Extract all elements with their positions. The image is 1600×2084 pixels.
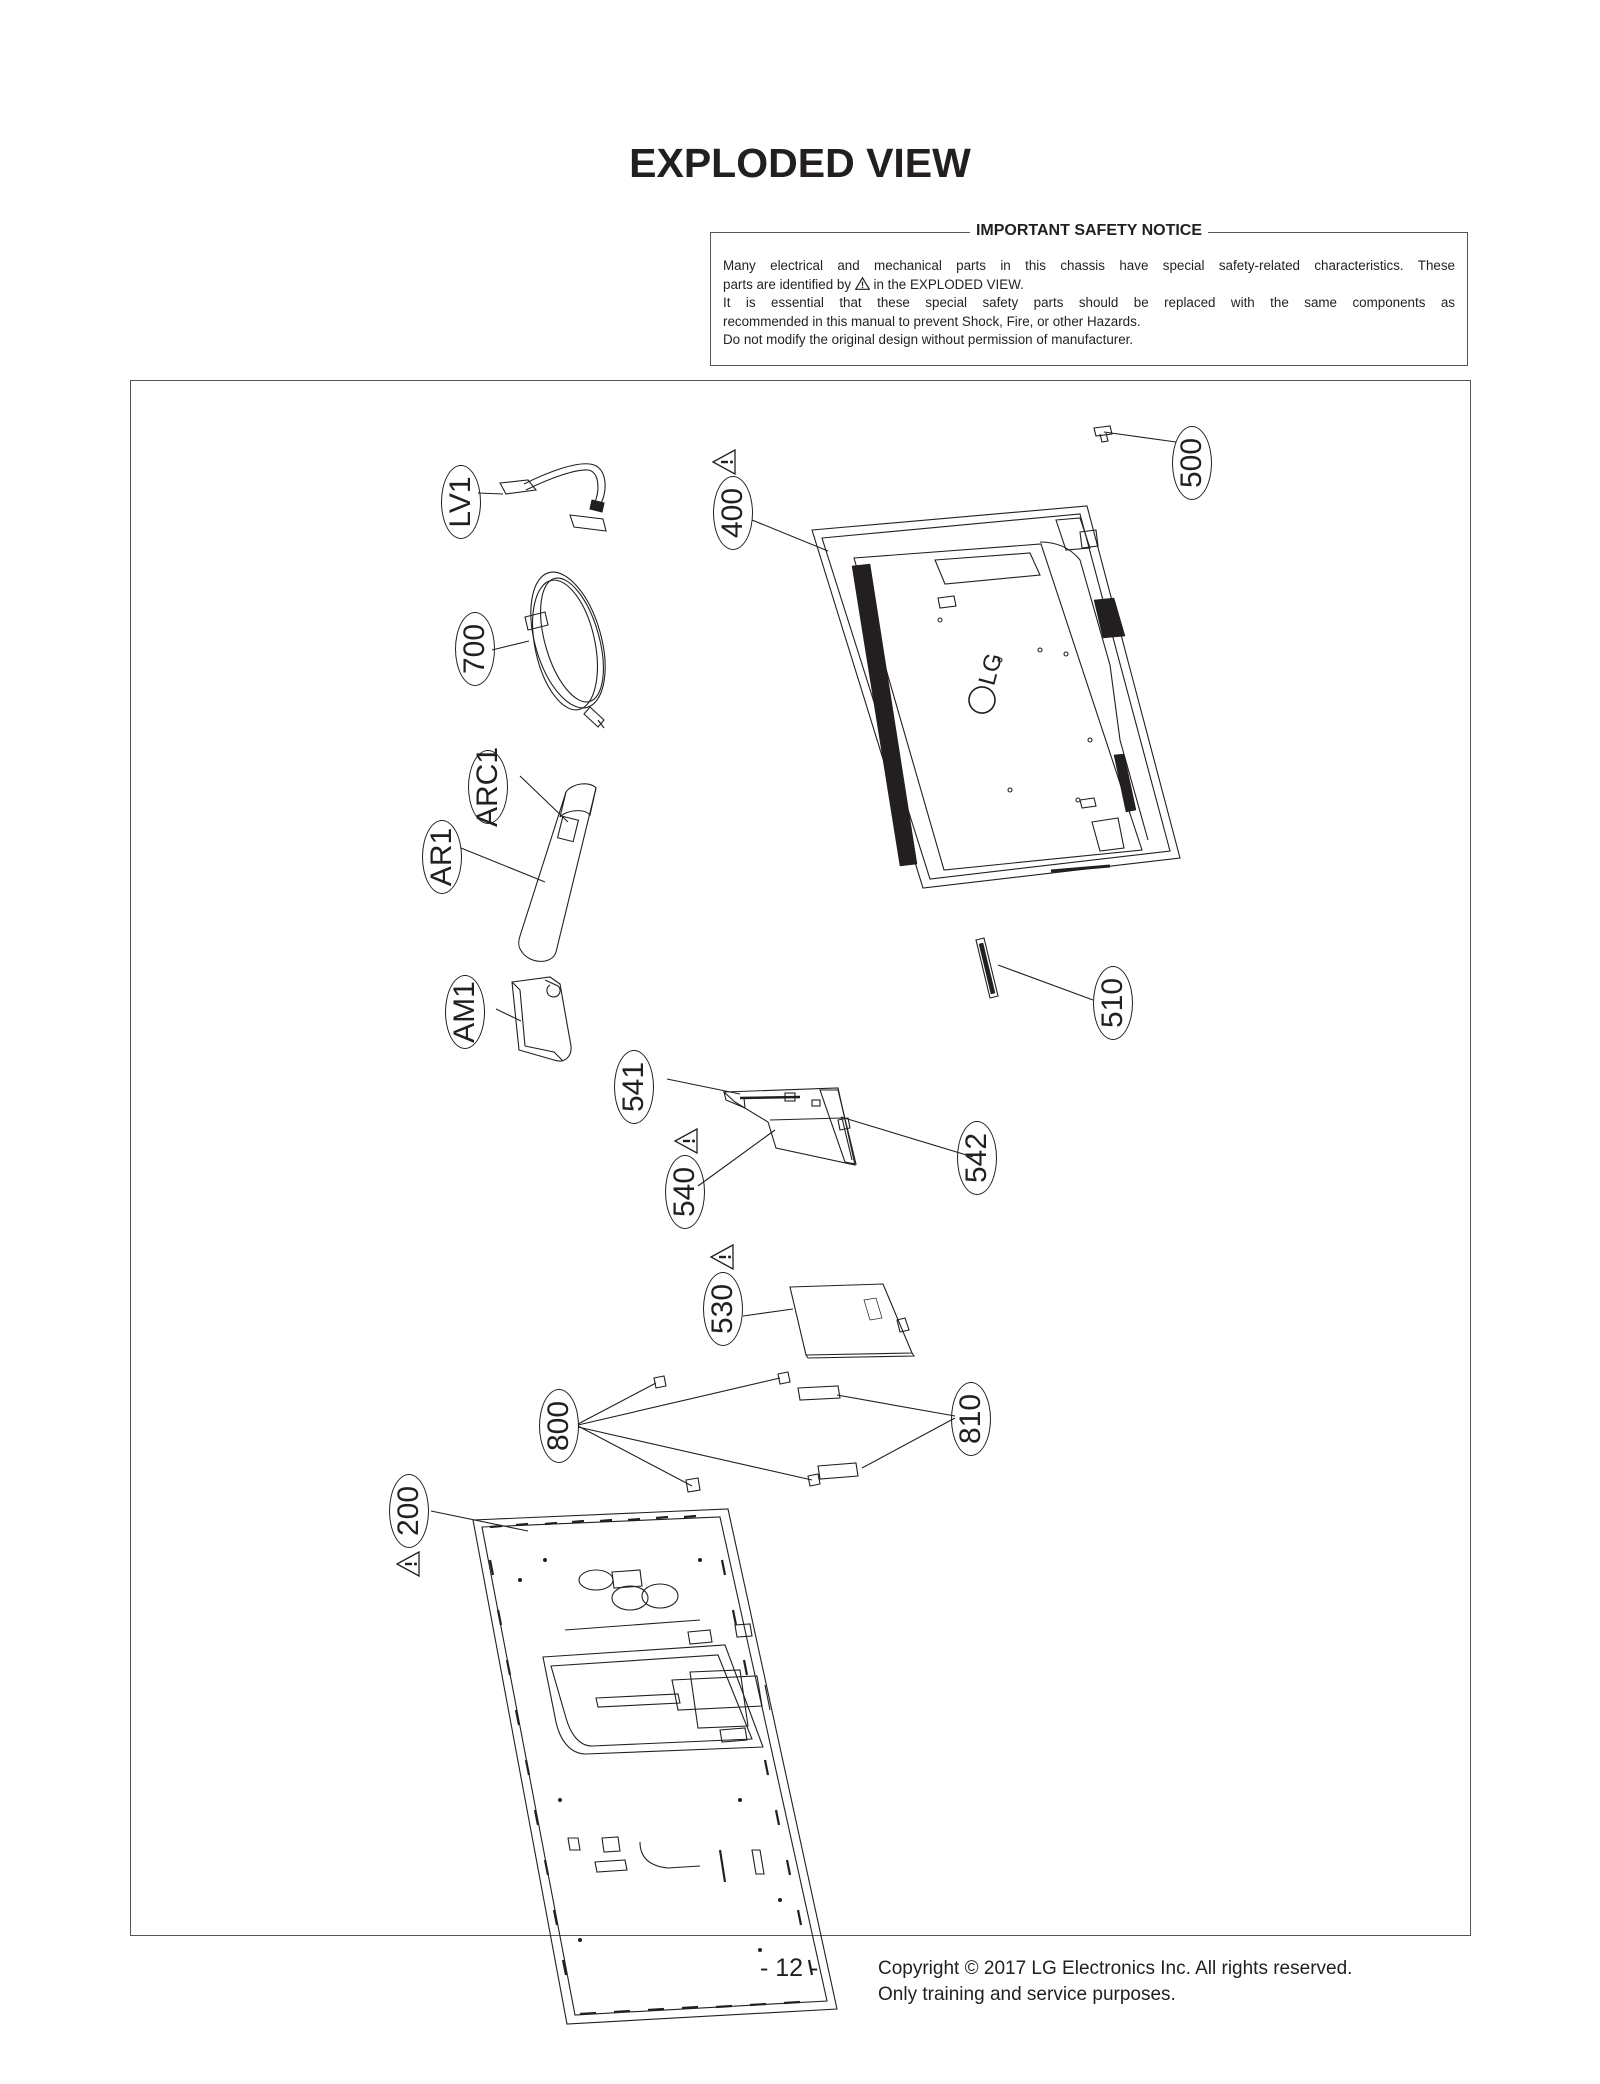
callout-530: 530 xyxy=(703,1272,743,1346)
safety-notice-body: Many electrical and mechanical parts in … xyxy=(723,257,1455,350)
small-brackets-part xyxy=(653,1371,859,1493)
callout-541: 541 xyxy=(614,1050,654,1124)
page-number: - 12 - xyxy=(760,1954,819,1982)
callout-lv1: LV1 xyxy=(441,465,481,539)
lvds-cable-part xyxy=(499,463,607,532)
callout-am1: AM1 xyxy=(445,975,485,1049)
power-cord-part xyxy=(524,571,606,729)
safety-notice-title-wrap: IMPORTANT SAFETY NOTICE xyxy=(711,222,1467,240)
notice-line-start: parts are identified by xyxy=(723,276,852,292)
callout-700: 700 xyxy=(455,612,495,686)
warning-triangle-icon xyxy=(709,1243,735,1271)
lg-logo-text: LG xyxy=(974,650,1008,688)
notice-line: It is essential that these special safet… xyxy=(723,295,1455,310)
callout-400: 400 xyxy=(713,476,753,550)
notice-line-end: in the EXPLODED VIEW. xyxy=(873,276,1024,292)
callout-500: 500 xyxy=(1172,426,1212,500)
safety-notice-title: IMPORTANT SAFETY NOTICE xyxy=(969,222,1209,239)
safety-notice-box: IMPORTANT SAFETY NOTICE Many electrical … xyxy=(710,222,1468,366)
notice-line: Do not modify the original design withou… xyxy=(723,332,1134,347)
callout-510: 510 xyxy=(1093,966,1133,1040)
warning-triangle-icon xyxy=(673,1127,699,1155)
notice-line: recommended in this manual to prevent Sh… xyxy=(723,313,1141,329)
warning-triangle-icon xyxy=(854,276,870,290)
callout-540: 540 xyxy=(665,1155,705,1229)
copyright-line: Copyright © 2017 LG Electronics Inc. All… xyxy=(878,1958,1353,1979)
lg-logo: LG xyxy=(968,650,1008,714)
bracket-part xyxy=(975,937,999,999)
callout-arc1: ARC1 xyxy=(468,747,508,827)
page-title: EXPLODED VIEW xyxy=(629,140,971,186)
display-module-part xyxy=(472,1508,838,2025)
warning-triangle-icon xyxy=(711,448,737,476)
power-supply-part xyxy=(789,1283,916,1359)
callout-542: 542 xyxy=(957,1121,997,1195)
remote-holder-part xyxy=(511,976,572,1062)
back-cover-part xyxy=(811,505,1181,889)
warning-triangle-icon xyxy=(395,1550,421,1578)
notice-line-with-icon: parts are identified by in the EXPLODED … xyxy=(723,276,1455,295)
callout-800: 800 xyxy=(539,1389,579,1463)
leader-lines xyxy=(430,431,1177,1532)
callout-200: 200 xyxy=(389,1474,429,1548)
exploded-view-frame xyxy=(130,380,1471,1936)
main-board-part xyxy=(722,1087,857,1166)
callout-ar1: AR1 xyxy=(422,820,462,894)
screw-part xyxy=(1093,425,1113,443)
callout-810: 810 xyxy=(951,1382,991,1456)
footer-copyright: Copyright © 2017 LG Electronics Inc. All… xyxy=(878,1956,1352,2008)
notice-line: Many electrical and mechanical parts in … xyxy=(723,258,1455,273)
remote-control-part xyxy=(518,783,597,962)
usage-line: Only training and service purposes. xyxy=(878,1984,1176,2005)
